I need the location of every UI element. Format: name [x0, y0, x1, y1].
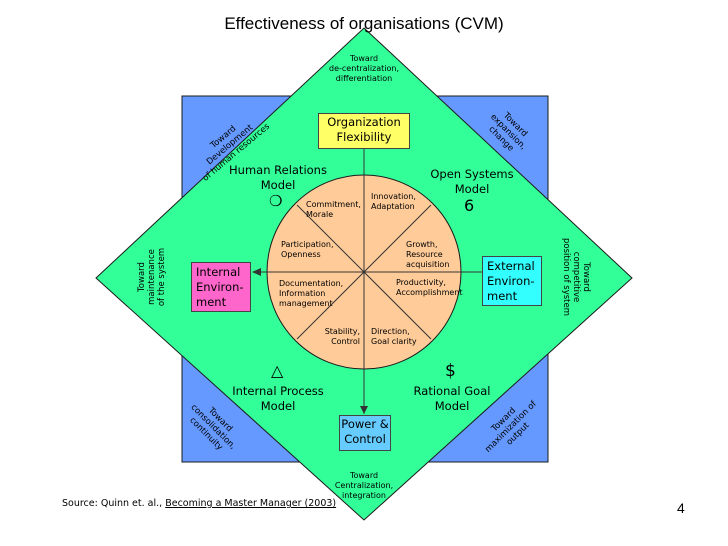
bottom-direction-label: Toward Centralization, integration	[334, 471, 394, 500]
left-direction-label: Toward maintenance of the system	[137, 247, 167, 307]
open-systems-symbol: 6	[464, 196, 475, 215]
external-environment-box: External Environ- ment	[482, 256, 542, 306]
rational-goal-symbol: $	[445, 361, 456, 381]
human-relations-symbol: ❍	[269, 192, 283, 210]
internal-process-symbol: △	[271, 361, 284, 380]
documentation-information-label: Documentation, Information management	[279, 279, 344, 308]
participation-openness-label: Participation, Openness	[281, 240, 334, 259]
rational-goal-model-label: Rational Goal Model	[413, 384, 491, 413]
source-citation: Source: Quinn et. al., Becoming a Master…	[62, 498, 336, 509]
arrow-down	[360, 406, 368, 414]
direction-goal-label: Direction, Goal clarity	[371, 327, 417, 346]
source-prefix: Source: Quinn et. al.,	[62, 498, 163, 509]
control-box: Power & Control	[339, 415, 391, 451]
productivity-accomplishment-label: Productivity, Accomplishment	[396, 278, 463, 297]
right-direction-label: Toward competitive position of system	[561, 238, 591, 316]
growth-resource-label: Growth, Resource acquisition	[406, 240, 450, 269]
top-direction-label: Toward de-centralization, differentiatio…	[328, 54, 400, 83]
open-systems-model-label: Open Systems Model	[430, 167, 514, 196]
innovation-adaptation-label: Innovation, Adaptation	[371, 192, 416, 211]
stability-control-label: Stability, Control	[324, 327, 360, 346]
page-title: Effectiveness of organisations (CVM)	[224, 14, 504, 33]
flexibility-box: Organization Flexibility	[318, 113, 410, 149]
human-relations-model-label: Human Relations Model	[229, 163, 327, 192]
commitment-morale-label: Commitment, Morale	[306, 200, 361, 219]
internal-environment-box: Internal Environ- ment	[191, 262, 251, 312]
internal-process-model-label: Internal Process Model	[232, 384, 324, 413]
diagonal-2	[296, 204, 432, 340]
arrow-left	[252, 268, 261, 276]
source-book-title: Becoming a Master Manager (2003)	[165, 498, 337, 509]
page-number: 4	[677, 500, 685, 516]
